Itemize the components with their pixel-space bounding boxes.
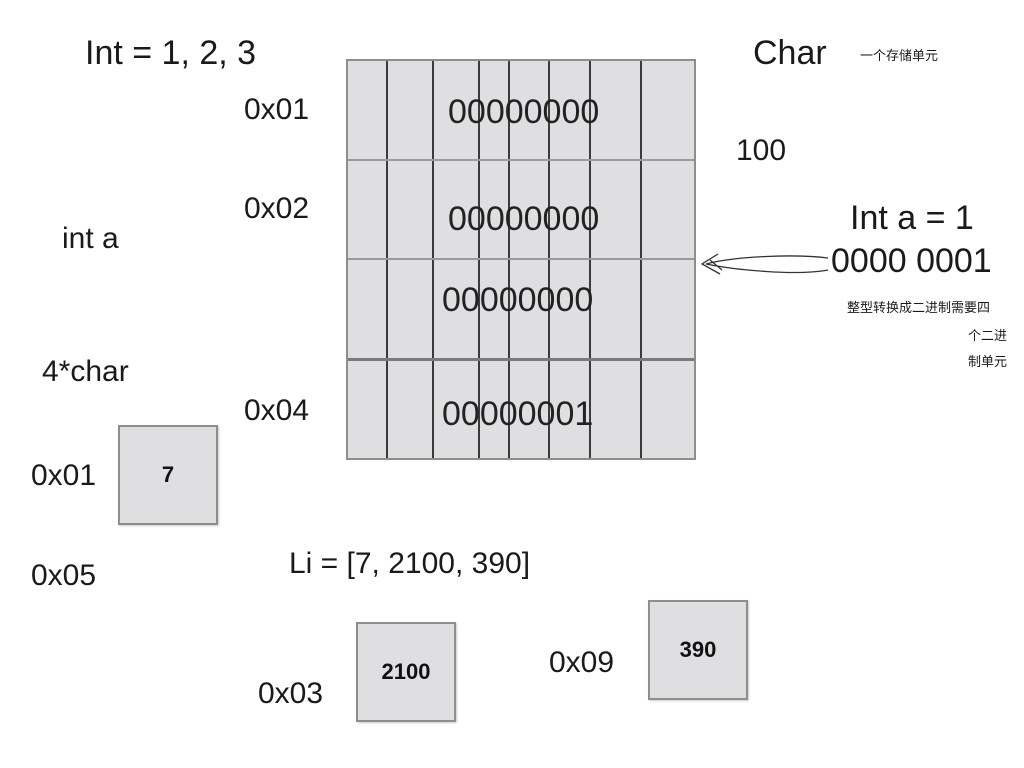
int-list-label: Int = 1, 2, 3 [85, 34, 257, 72]
memory-grid: 00000000 00000000 00000000 00000001 [346, 59, 696, 460]
address-label-0x05: 0x05 [31, 559, 97, 592]
memory-box-2100-value: 2100 [381, 659, 431, 684]
memory-box-390: 390 [648, 600, 748, 700]
conversion-note-line3: 制单元 [968, 355, 1008, 370]
int-a-label: int a [62, 222, 119, 255]
address-label-0x03: 0x03 [258, 677, 324, 710]
memory-box-2100: 2100 [356, 622, 456, 722]
value-100-label: 100 [736, 134, 787, 167]
memory-row-3-value: 00000000 [442, 281, 594, 319]
memory-box-390-value: 390 [679, 637, 717, 662]
binary-value-label: 0000 0001 [831, 242, 992, 280]
memory-row-1-value: 00000000 [448, 93, 600, 131]
conversion-note-line2: 个二进 [968, 329, 1008, 344]
memory-box-7-value: 7 [161, 462, 175, 487]
address-label-left-0x01: 0x01 [31, 459, 97, 492]
li-list-label: Li = [7, 2100, 390] [289, 547, 531, 580]
address-label-0x02: 0x02 [244, 192, 310, 225]
int-a-equals-label: Int a = 1 [850, 199, 974, 237]
memory-row-2-value: 00000000 [448, 200, 600, 238]
memory-row-4-value: 00000001 [442, 395, 594, 433]
address-label-0x01: 0x01 [244, 93, 310, 126]
memory-box-7: 7 [118, 425, 218, 525]
conversion-note-line1: 整型转换成二进制需要四 [847, 301, 991, 316]
char-note: 一个存储单元 [860, 49, 939, 64]
address-label-0x09: 0x09 [549, 646, 615, 679]
four-char-label: 4*char [42, 355, 129, 388]
address-label-0x04: 0x04 [244, 394, 310, 427]
char-label: Char [753, 34, 827, 72]
hand-drawn-arrow-icon [700, 253, 829, 275]
